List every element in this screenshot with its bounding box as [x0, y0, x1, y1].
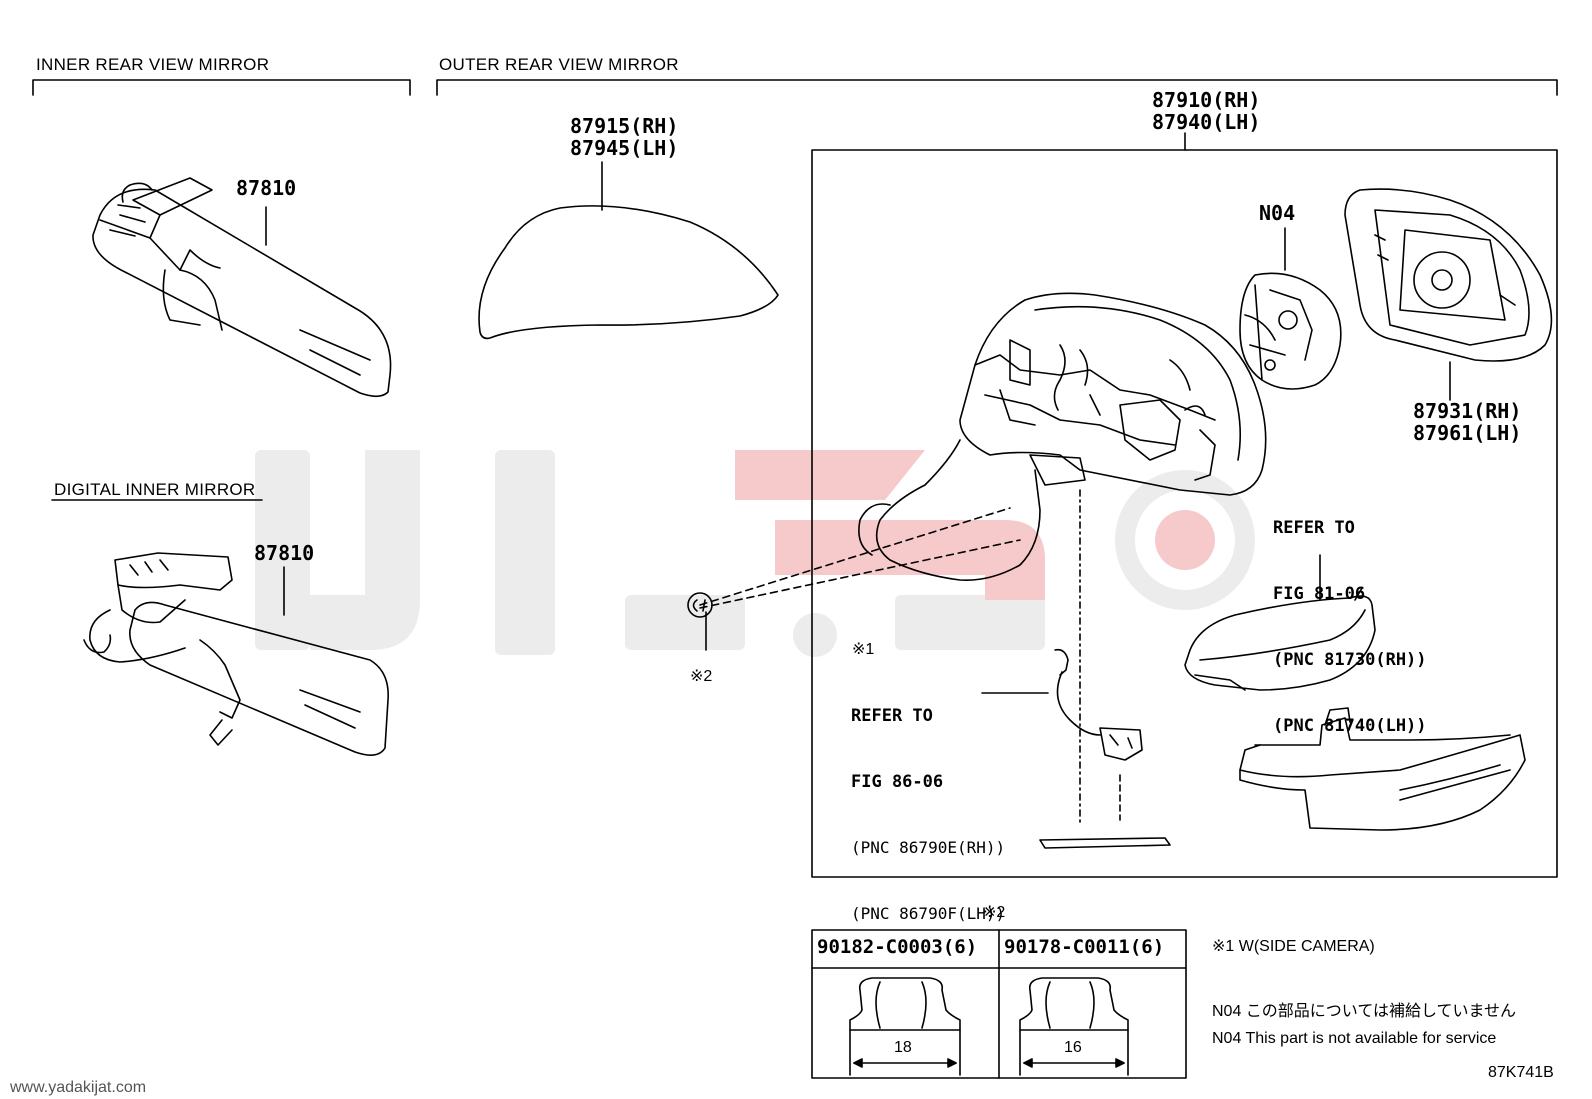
turn-signal-reference: REFER TO FIG 81-06 (PNC 81730(RH)) (PNC … [1273, 473, 1427, 759]
assembly-lh-part-number: 87940(LH) [1152, 110, 1261, 134]
glass-rh-part-number: 87931(RH) [1413, 399, 1522, 423]
outer-section-bracket [436, 79, 1558, 96]
diagram-code: 87K741B [1488, 1064, 1554, 1081]
nut-2-part-number: 90178-C0011(6) [1004, 936, 1165, 958]
actuator-drawing [1239, 272, 1342, 390]
inner-mirror-part-number: 87810 [236, 176, 297, 200]
camera-ref-line-3: (PNC 86790E(RH)) [851, 838, 1006, 857]
turn-signal-ref-line-2: FIG 81-06 [1273, 584, 1366, 604]
side-camera-drawing [1054, 648, 1143, 761]
camera-mark: ※1 [852, 641, 875, 658]
nut-2-size: 16 [1064, 1039, 1082, 1056]
nut-18-drawing [849, 977, 961, 1076]
mirror-cover-drawing [478, 205, 779, 340]
digital-mirror-drawing [83, 552, 389, 756]
cover-rh-part-number: 87915(RH) [570, 114, 679, 138]
cover-lh-part-number: 87945(LH) [570, 136, 679, 160]
website-link[interactable]: www.yadakijat.com [10, 1079, 147, 1096]
camera-ref-line-1: REFER TO [851, 706, 933, 726]
camera-ref-line-4: (PNC 86790F(LH)) [851, 904, 1006, 923]
base-gasket-drawing [1039, 837, 1171, 849]
n04-note-english: N04 This part is not available for servi… [1212, 1030, 1497, 1047]
nut-1-part-number: 90182-C0003(6) [817, 936, 978, 958]
camera-ref-line-2: FIG 86-06 [851, 772, 944, 792]
inner-rear-view-mirror-title: INNER REAR VIEW MIRROR [36, 55, 270, 74]
nut-16-drawing [1019, 977, 1129, 1076]
actuator-part-number: N04 [1259, 201, 1296, 225]
turn-signal-ref-line-3: (PNC 81730(RH)) [1273, 650, 1427, 670]
watermark-logo [255, 450, 1255, 657]
turn-signal-drawing [1184, 587, 1376, 691]
lower-garnish-drawing [1239, 707, 1526, 831]
assembly-rh-part-number: 87910(RH) [1152, 88, 1261, 112]
inner-section-bracket [32, 79, 411, 96]
nut-callout: ※2 [690, 668, 713, 685]
digital-mirror-part-number: 87810 [254, 541, 315, 565]
turn-signal-ref-line-4: (PNC 81740(LH)) [1273, 716, 1427, 736]
housing-nut-drawing [687, 592, 713, 651]
n04-note-japanese: N04 この部品については補給していません [1212, 1003, 1517, 1020]
digital-inner-mirror-title: DIGITAL INNER MIRROR [54, 480, 256, 499]
glass-lh-part-number: 87961(LH) [1413, 421, 1522, 445]
camera-reference: REFER TO FIG 86-06 (PNC 86790E(RH)) (PNC… [851, 661, 1005, 947]
side-camera-note: ※1 W(SIDE CAMERA) [1212, 938, 1375, 955]
inner-mirror-drawing [92, 177, 392, 398]
nut-table-lines [811, 929, 1187, 1079]
nut-1-size: 18 [894, 1039, 912, 1056]
outer-rear-view-mirror-title: OUTER REAR VIEW MIRROR [439, 55, 679, 74]
nut-table-title: ※2 [983, 904, 1006, 921]
mirror-housing-drawing [858, 292, 1267, 582]
mirror-glass-drawing [1344, 188, 1553, 362]
turn-signal-ref-line-1: REFER TO [1273, 518, 1355, 538]
